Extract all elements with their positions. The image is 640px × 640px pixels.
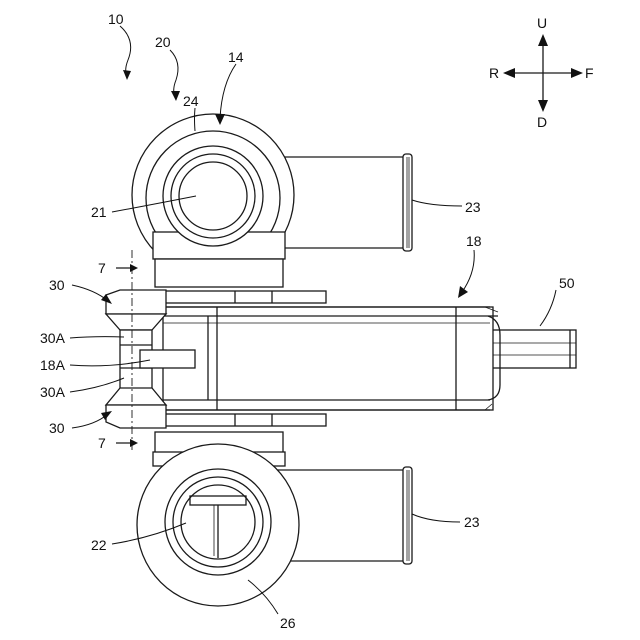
compass-front-label: F [585,65,594,81]
arrow-up-icon [538,34,548,46]
compass-up-label: U [537,15,547,31]
arrow-right-icon [571,68,583,78]
label-flange-top: 30A [40,330,66,346]
label-shaft: 50 [559,275,575,291]
direction-compass: U D R F [489,15,594,130]
lower-housing [137,432,299,606]
arrow-left-icon [503,68,515,78]
label-body: 18 [466,233,482,249]
label-section-bottom: 7 [98,435,106,451]
label-bracket-bottom: 30 [49,420,65,436]
label-lower-pipe: 23 [464,514,480,530]
upper-housing [132,114,294,287]
label-housing: 14 [228,49,244,65]
arrow-down-icon [538,100,548,112]
label-upper-pipe: 23 [465,199,481,215]
compass-rear-label: R [489,65,499,81]
label-unit: 20 [155,34,171,50]
label-section-top: 7 [98,260,106,276]
label-bracket-top: 30 [49,277,65,293]
label-assembly: 10 [108,11,124,27]
compass-down-label: D [537,114,547,130]
label-flange-bottom: 30A [40,384,66,400]
label-lower-port: 22 [91,537,107,553]
main-body [140,291,576,426]
label-upper-ring: 24 [183,93,199,109]
label-lower-ring: 26 [280,615,296,631]
label-center-tab: 18A [40,357,66,373]
label-upper-port: 21 [91,204,107,220]
